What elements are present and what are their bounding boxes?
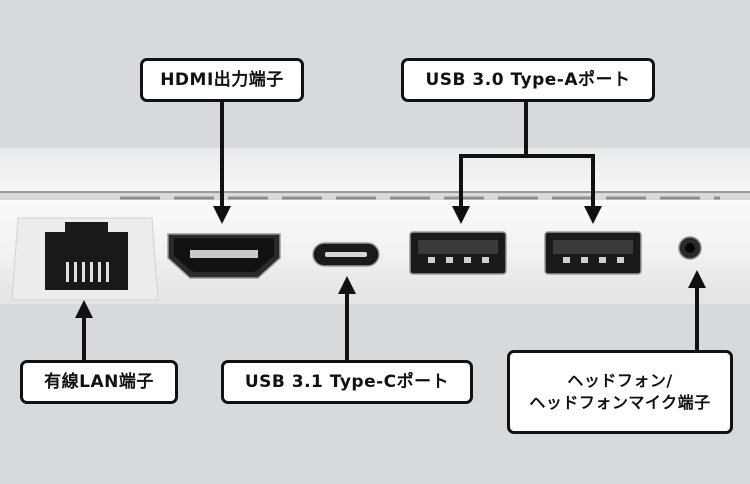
- usb-a-port-1: [409, 231, 507, 275]
- usb-a-port-2-tongue: [553, 240, 633, 254]
- hdmi-port-contacts: [190, 250, 258, 258]
- lan-label: 有線LAN端子: [20, 360, 178, 404]
- usb-a-port-1-tongue: [418, 240, 498, 254]
- hdmi-port: [167, 233, 281, 279]
- lan-port: [11, 217, 159, 301]
- lan-port-pins: [66, 262, 109, 282]
- usb30-callout-line-left: [459, 100, 528, 208]
- usb-a-port-2: [544, 231, 642, 275]
- chassis-bottom-edge: [0, 292, 750, 304]
- audio-label: ヘッドフォン/ ヘッドフォンマイク端子: [507, 350, 733, 434]
- usb30-arrowhead-right: [584, 206, 602, 224]
- audio-jack: [678, 236, 702, 260]
- lan-port-opening: [45, 222, 128, 290]
- lan-label-text: 有線LAN端子: [44, 371, 154, 392]
- audio-jack-hole: [685, 243, 695, 253]
- audio-label-line2: ヘッドフォンマイク端子: [529, 393, 711, 412]
- usbc-arrowhead: [338, 276, 356, 294]
- laptop-lid-edge: [0, 148, 750, 192]
- usb-c-port: [312, 242, 380, 267]
- usb30-label: USB 3.0 Type-Aポート: [401, 58, 655, 102]
- audio-arrowhead: [688, 270, 706, 288]
- usbc-label: USB 3.1 Type-Cポート: [221, 360, 473, 404]
- usb30-callout-line-right: [526, 154, 595, 208]
- hdmi-label-text: HDMI出力端子: [160, 69, 284, 90]
- hdmi-label: HDMI出力端子: [140, 58, 304, 102]
- usb30-arrowhead-left: [452, 206, 470, 224]
- usb-c-port-tongue: [325, 252, 367, 257]
- usbc-label-text: USB 3.1 Type-Cポート: [244, 371, 450, 392]
- audio-label-line1: ヘッドフォン/: [567, 371, 673, 391]
- lan-arrowhead: [75, 300, 93, 318]
- usb30-label-text: USB 3.0 Type-Aポート: [425, 69, 631, 90]
- hdmi-arrowhead: [213, 206, 231, 224]
